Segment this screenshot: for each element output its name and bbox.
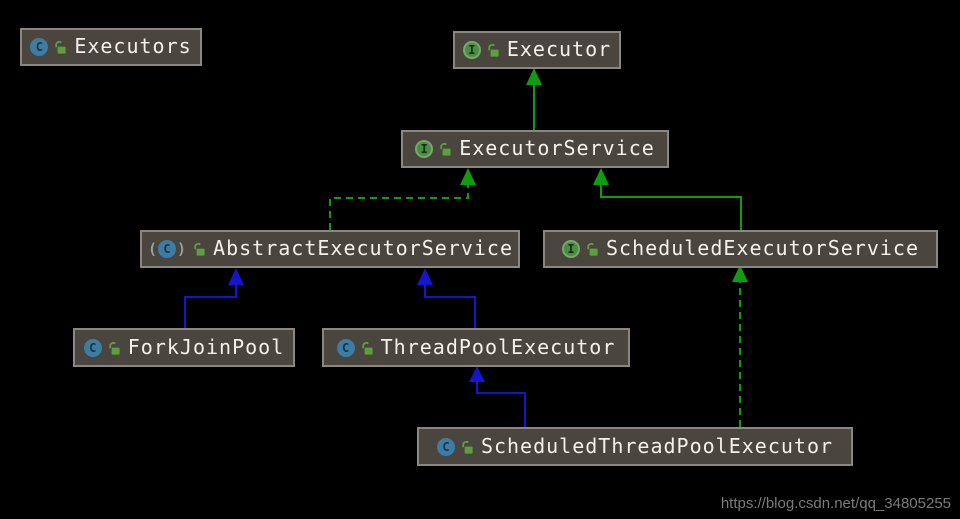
abstract-paren: ) (177, 240, 187, 258)
class-letter: C (158, 240, 177, 258)
edge-threadpoolexecutor-extends-abstractexecutorservice (417, 268, 476, 328)
node-label: ThreadPoolExecutor (380, 334, 616, 359)
edge-abstractexecutorservice-implements-executorservice (329, 168, 476, 230)
node-label: Executor (506, 37, 612, 61)
node-scheduled-thread-pool-executor[interactable]: C ScheduledThreadPoolExecutor (417, 427, 853, 466)
node-label: Executors (74, 34, 192, 58)
unlocked-icon (192, 242, 206, 256)
class-icon: C (30, 38, 49, 56)
unlocked-icon (486, 43, 500, 57)
node-label: ScheduledExecutorService (606, 236, 919, 260)
node-label: ScheduledThreadPoolExecutor (480, 433, 834, 458)
edge-scheduledthreadpoolexecutor-extends-threadpoolexecutor (469, 366, 526, 427)
node-abstract-executor-service[interactable]: ( C ) AbstractExecutorService (140, 230, 520, 268)
unlocked-icon (460, 440, 474, 454)
abstract-class-icon: ( C ) (147, 240, 187, 258)
edge-scheduledexecutorservice-extends-executorservice (593, 168, 742, 230)
node-fork-join-pool[interactable]: C ForkJoinPool (73, 328, 295, 367)
unlocked-icon (53, 40, 67, 54)
node-scheduled-executor-service[interactable]: I ScheduledExecutorService (543, 230, 938, 268)
class-icon: C (336, 338, 355, 357)
node-label: ExecutorService (459, 136, 655, 160)
node-executor-service[interactable]: I ExecutorService (401, 130, 669, 168)
interface-icon: I (462, 41, 481, 59)
unlocked-icon (360, 341, 374, 355)
node-label: ForkJoinPool (127, 334, 285, 359)
edge-forkjoinpool-extends-abstractexecutorservice (184, 268, 244, 328)
class-icon: C (83, 338, 102, 357)
node-label: AbstractExecutorService (213, 236, 513, 260)
interface-icon: I (415, 140, 434, 158)
csdn-watermark: https://blog.csdn.net/qq_34805255 (720, 495, 951, 512)
edge-executorservice-extends-executor (526, 68, 542, 131)
unlocked-icon (438, 142, 452, 156)
node-executors[interactable]: C Executors (20, 28, 202, 66)
unlocked-icon (585, 242, 599, 256)
node-executor[interactable]: I Executor (453, 31, 621, 69)
edge-scheduledthreadpoolexecutor-implements-scheduledexecutorservice (732, 265, 748, 427)
class-icon: C (436, 437, 455, 456)
unlocked-icon (107, 341, 121, 355)
abstract-paren: ( (147, 240, 158, 258)
interface-icon: I (562, 240, 580, 258)
node-thread-pool-executor[interactable]: C ThreadPoolExecutor (322, 328, 630, 367)
